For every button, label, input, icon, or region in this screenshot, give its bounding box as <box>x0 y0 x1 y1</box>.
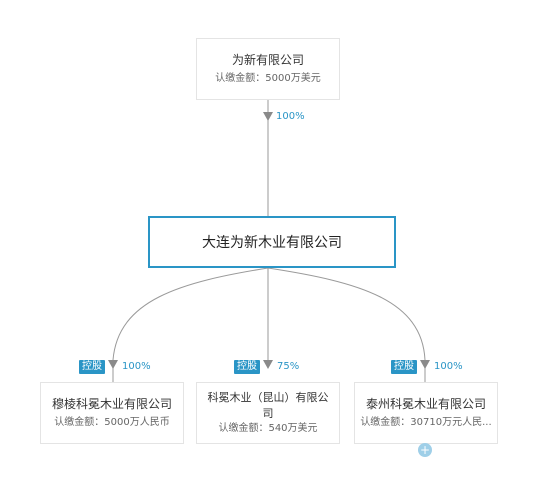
parent-company-name: 为新有限公司 <box>231 53 304 67</box>
child-2-percent: 75% <box>277 361 300 372</box>
arrow-child-3 <box>420 360 430 369</box>
main-company-name: 大连为新木业有限公司 <box>202 235 342 251</box>
parent-company-amount: 认缴金额：5000万美元 <box>215 73 321 84</box>
child-1-node[interactable]: 穆棱科冕木业有限公司 认缴金额：5000万人民币 <box>40 382 184 444</box>
main-company-node[interactable]: 大连为新木业有限公司 <box>148 216 396 268</box>
child-2-name-line1: 科冕木业（昆山）有限公 <box>207 391 329 404</box>
child-2-name-line2: 司 <box>262 407 274 420</box>
child-1-percent: 100% <box>122 361 151 372</box>
child-3-percent: 100% <box>434 361 463 372</box>
child-1-amount: 认缴金额：5000万人民币 <box>54 417 170 428</box>
child-2-tag: 控股 <box>234 360 260 374</box>
arrow-child-1 <box>108 360 118 369</box>
child-3-amount: 认缴金额：30710万元人民... <box>360 417 492 428</box>
connector-main-child-1 <box>112 267 269 361</box>
connector-main-child-3 <box>267 267 426 361</box>
child-3-name: 泰州科冕木业有限公司 <box>365 397 486 411</box>
arrow-parent-main <box>263 112 273 121</box>
child-1-name: 穆棱科冕木业有限公司 <box>51 397 172 411</box>
child-3-tag: 控股 <box>391 360 417 374</box>
child-2-node[interactable]: 科冕木业（昆山）有限公 司 认缴金额：540万美元 <box>196 382 340 444</box>
child-2-amount: 认缴金额：540万美元 <box>218 423 318 434</box>
parent-percent: 100% <box>276 111 305 122</box>
child-3-node[interactable]: 泰州科冕木业有限公司 认缴金额：30710万元人民... <box>354 382 498 444</box>
parent-company-node[interactable]: 为新有限公司 认缴金额：5000万美元 <box>196 38 340 100</box>
child-1-tag: 控股 <box>79 360 105 374</box>
expand-plus-icon[interactable]: + <box>418 443 432 457</box>
arrow-child-2 <box>263 360 273 369</box>
